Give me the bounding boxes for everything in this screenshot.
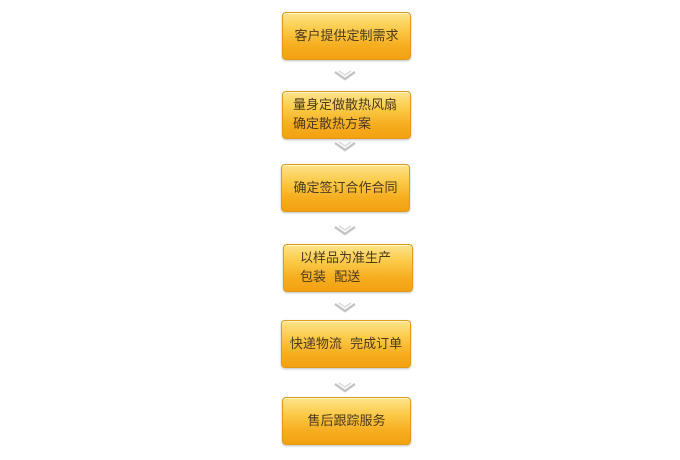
step-1: 客户提供定制需求: [282, 12, 411, 60]
step-4: 以样品为准生产 包装 配送: [283, 244, 413, 292]
step-3-label: 确定签订合作合同: [293, 180, 398, 196]
step-6-label: 售后跟踪服务: [307, 413, 386, 429]
step-6: 售后跟踪服务: [282, 397, 411, 445]
chevron-down-icon: [334, 225, 356, 236]
step-3: 确定签订合作合同: [281, 164, 410, 212]
step-2-label-line-2: 确定散热方案: [293, 117, 372, 132]
step-5: 快递物流 完成订单: [281, 320, 411, 368]
step-4-label-line-2: 包装 配送: [300, 270, 361, 285]
chevron-down-icon: [334, 141, 356, 152]
chevron-down-icon: [334, 382, 356, 393]
step-1-label: 客户提供定制需求: [294, 28, 399, 44]
step-4-label-line-1: 以样品为准生产: [300, 251, 392, 266]
chevron-down-icon: [334, 302, 356, 313]
step-5-label: 快递物流 完成订单: [289, 336, 403, 352]
chevron-down-icon: [334, 70, 356, 81]
step-2-label-line-1: 量身定做散热风扇: [293, 98, 398, 113]
step-2: 量身定做散热风扇 确定散热方案: [282, 91, 411, 139]
